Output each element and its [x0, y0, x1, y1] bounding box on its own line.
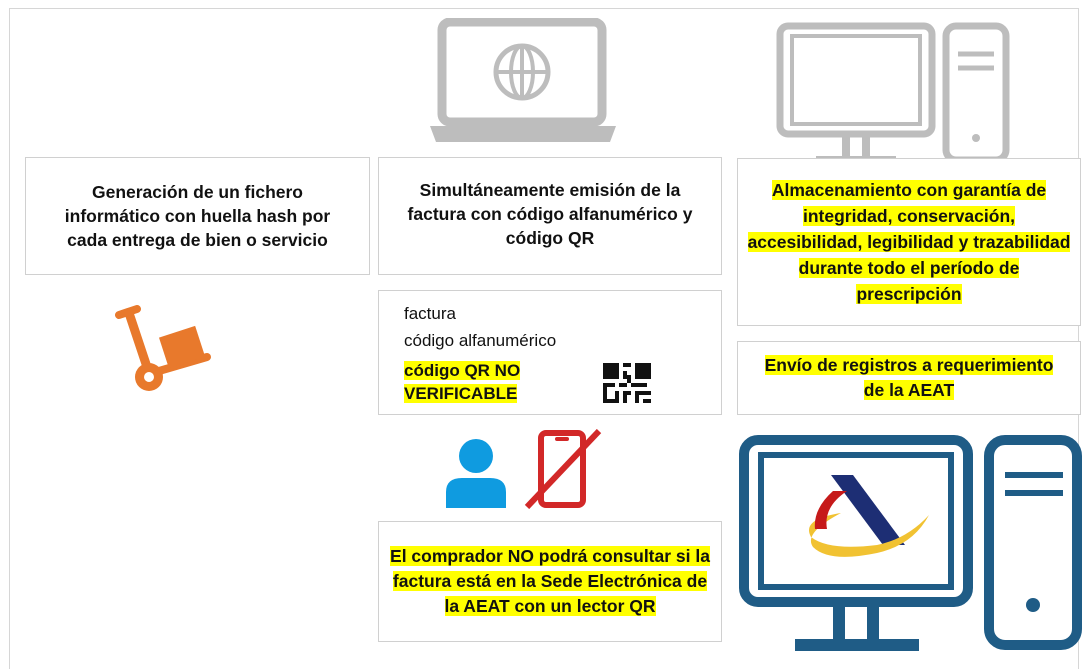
- hand-truck-icon: [115, 305, 215, 397]
- almacenamiento-text: Almacenamiento con garantía de integrida…: [747, 180, 1071, 304]
- simultanea-text: Simultáneamente emisión de la factura co…: [407, 180, 693, 248]
- comprador-box: El comprador NO podrá consultar si la fa…: [378, 521, 722, 642]
- desktop-computer-grey-icon: [776, 20, 1012, 166]
- qr-label-line1: código QR NO: [404, 361, 521, 380]
- factura-card: factura código alfanumérico código QR NO…: [378, 290, 722, 415]
- aeat-computer-icon: [737, 433, 1085, 653]
- comprador-text: El comprador NO podrá consultar si la fa…: [390, 546, 710, 616]
- envio-text: Envío de registros a requerimiento de la…: [764, 355, 1054, 400]
- person-icon: [443, 436, 509, 510]
- envio-box: Envío de registros a requerimiento de la…: [737, 341, 1081, 415]
- almacenamiento-box: Almacenamiento con garantía de integrida…: [737, 158, 1081, 326]
- qr-no-verificable-label: código QR NO VERIFICABLE: [404, 359, 521, 405]
- laptop-globe-icon: [430, 18, 616, 146]
- codigo-alfanumerico-line: código alfanumérico: [404, 331, 557, 350]
- qr-code-icon: [603, 363, 651, 403]
- factura-line: factura: [404, 304, 456, 323]
- simultanea-box: Simultáneamente emisión de la factura co…: [378, 157, 722, 275]
- qr-label-line2: VERIFICABLE: [404, 384, 518, 403]
- aeat-logo: [809, 475, 929, 557]
- diagram-frame: [9, 8, 1079, 669]
- generacion-text: Generación de un fichero informático con…: [64, 182, 331, 250]
- generacion-box: Generación de un fichero informático con…: [25, 157, 370, 275]
- no-phone-icon: [523, 429, 603, 509]
